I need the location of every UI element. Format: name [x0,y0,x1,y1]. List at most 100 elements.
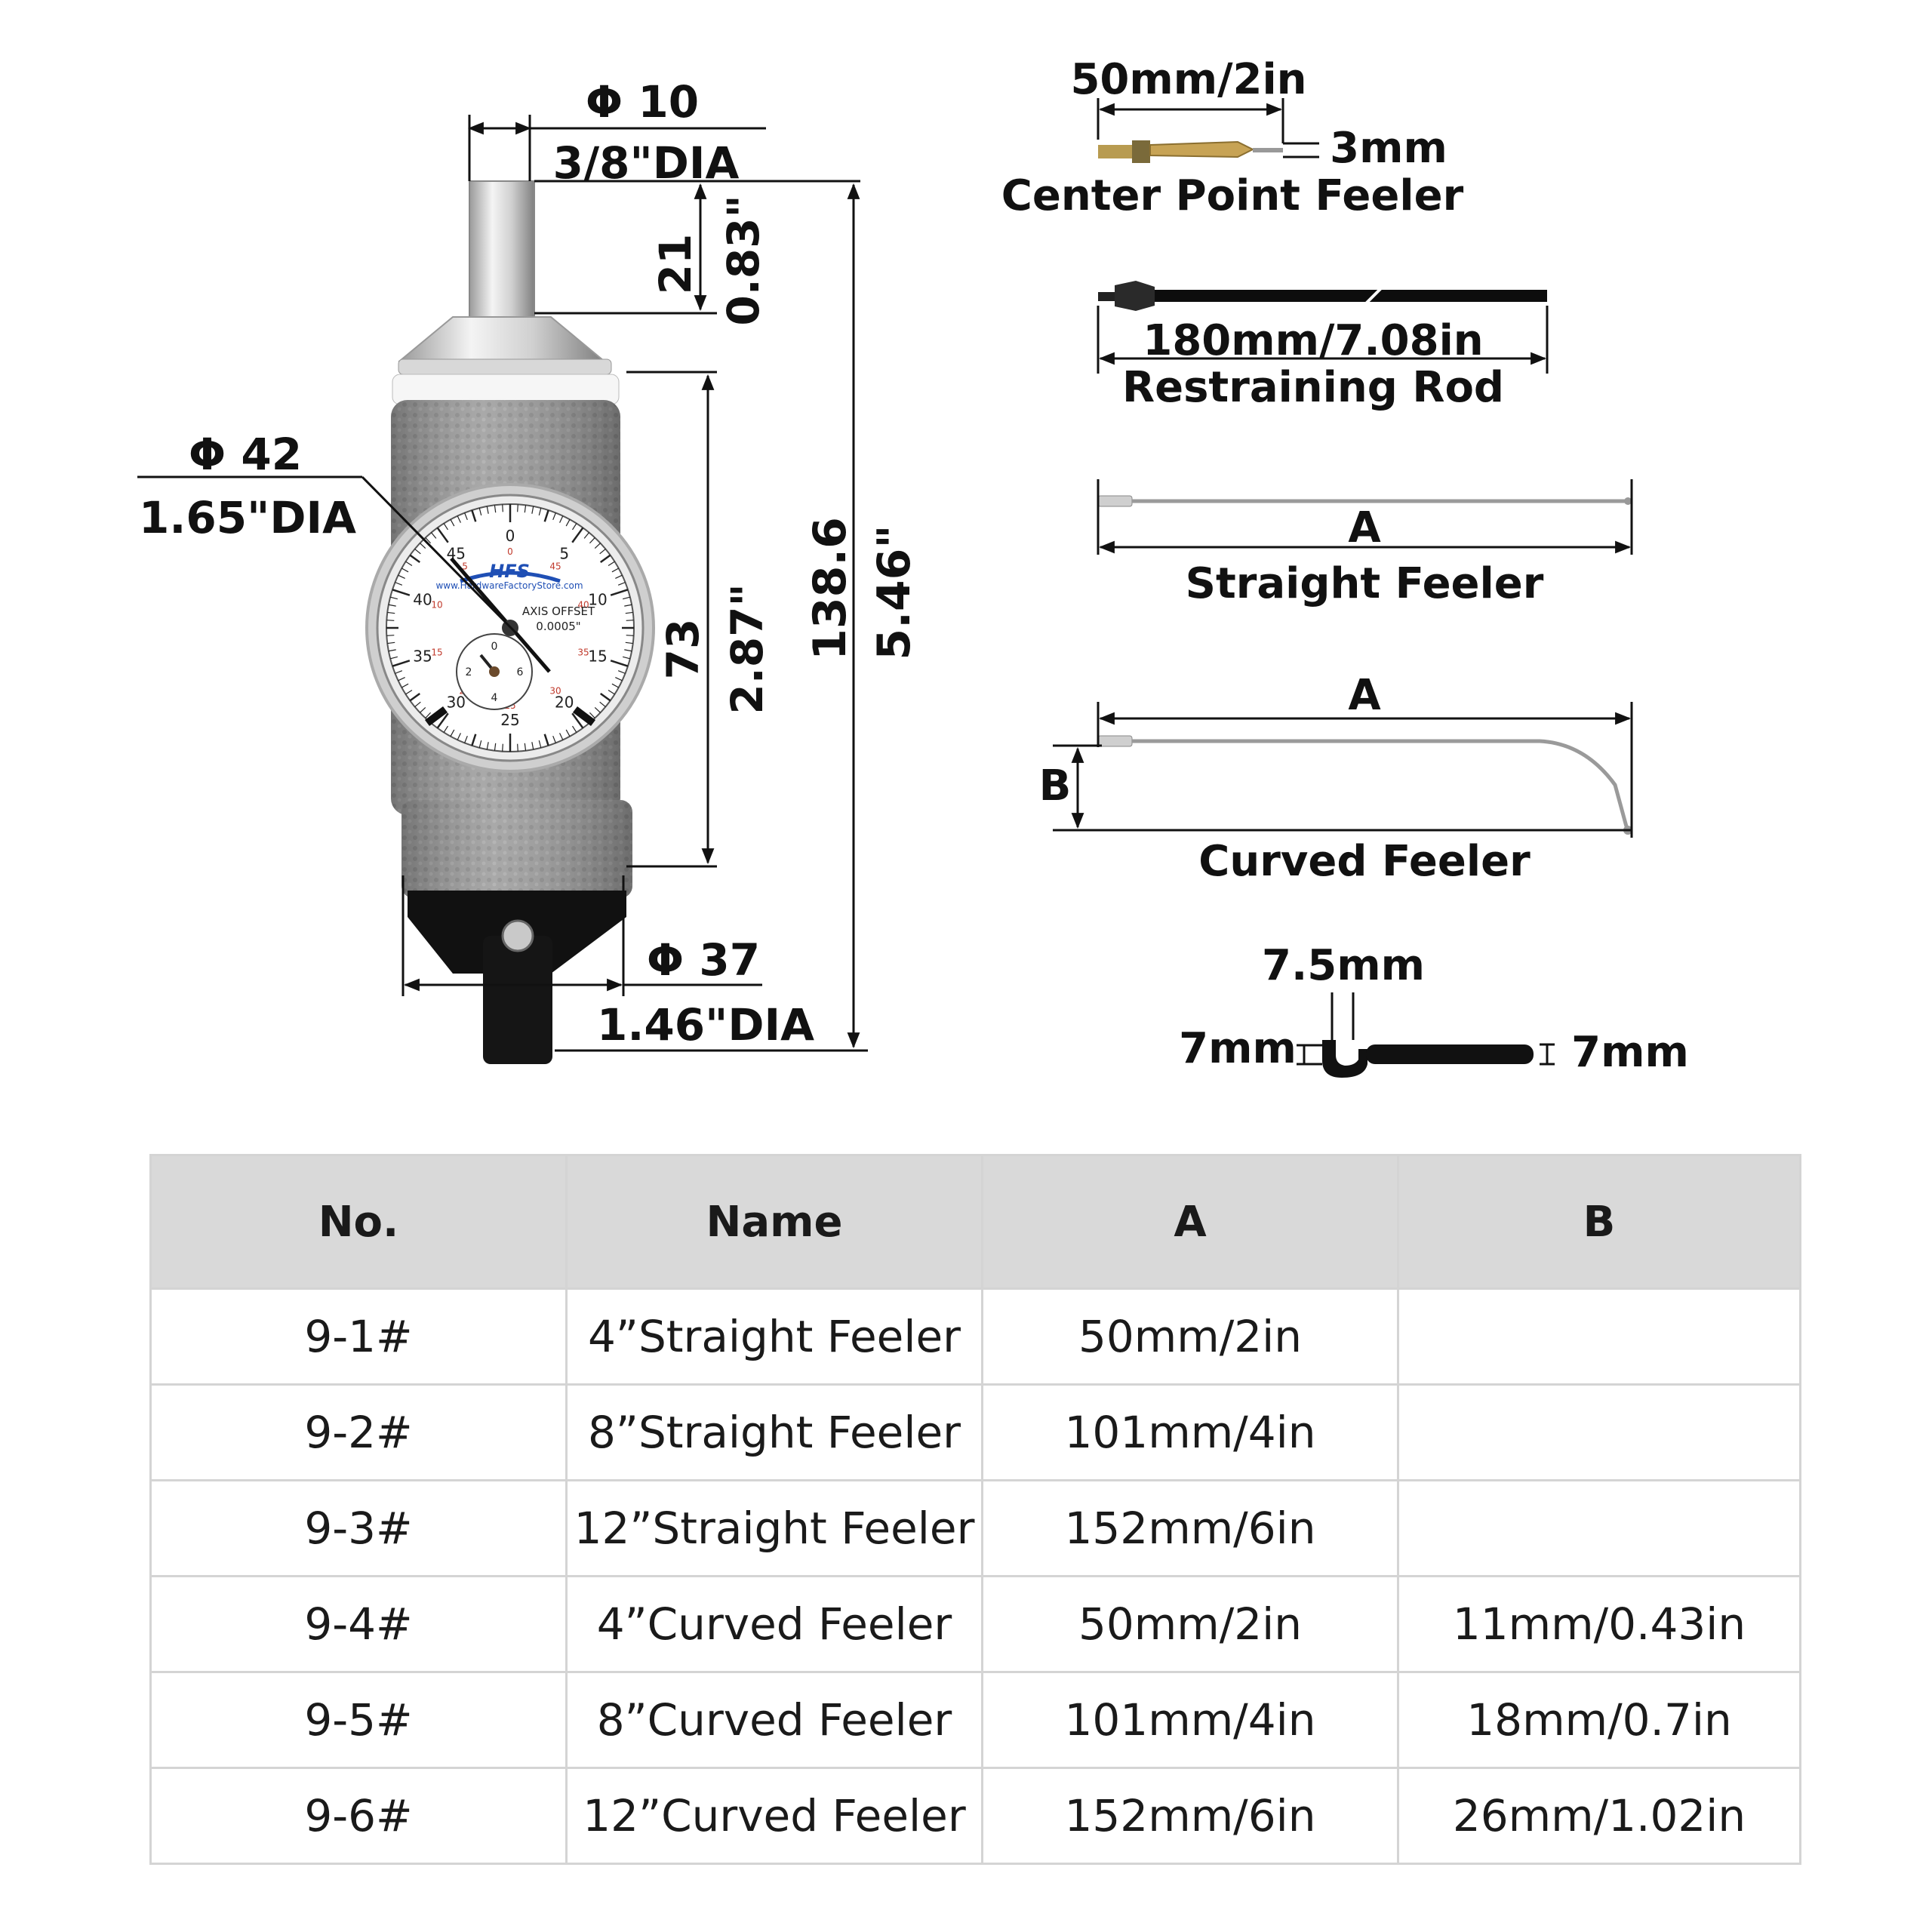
dial-tick [617,582,626,586]
dial-tick [387,611,395,614]
feeler-spec-table: No. Name A B 9-1# 4”Straight Feeler 50mm… [149,1154,1801,1865]
stem-len-mm: 21 [650,234,701,295]
restraining-rod [1097,281,1549,374]
cell-no: 9-4# [149,1575,568,1673]
dial-number: 5 [559,544,569,562]
dial-tick [565,518,571,527]
dial-tick [420,706,426,713]
dial-resolution: 0.0005" [536,620,580,633]
dial-tick [431,532,437,539]
dial-tick [552,735,556,743]
dial-tick [450,729,455,737]
dial-red-number: 40 [577,599,589,610]
dial-tick [623,596,630,600]
dial-tick [559,515,564,523]
straight-feeler-name: Straight Feeler [1186,559,1544,608]
table-row: 9-1# 4”Straight Feeler 50mm/2in [149,1287,1801,1386]
dial-tick [572,523,577,531]
dial-tick [471,509,477,522]
dial-tick [599,701,606,707]
cell-a: 101mm/4in [981,1383,1399,1481]
table-row: 9-3# 12”Straight Feeler 152mm/6in [149,1479,1801,1577]
dial-number: 0 [506,527,515,545]
wrench-left: 7mm [1179,1024,1297,1073]
cell-b: 26mm/1.02in [1397,1767,1801,1865]
dial-website: www.HardwareFactoryStore.com [435,580,583,591]
dial-tick [464,735,468,743]
table-header-row: No. Name A B [149,1154,1801,1290]
header-no: No. [149,1154,568,1290]
cell-b [1397,1479,1801,1577]
table-row: 9-5# 8”Curved Feeler 101mm/4in 18mm/0.7i… [149,1671,1801,1769]
header-a: A [981,1154,1399,1290]
dial-tick [626,620,634,621]
dial-tick [398,677,405,681]
cell-name: 12”Curved Feeler [565,1767,983,1865]
dial-tick [624,604,632,607]
dial-tick [611,683,620,688]
dial-tick [610,589,629,596]
dial-number: 35 [413,648,432,666]
dial-tick [405,561,413,566]
header-b: B [1397,1154,1801,1290]
cell-a: 152mm/6in [981,1479,1399,1577]
wrench [1297,992,1555,1078]
dial-tick [559,733,564,740]
dial-number: 20 [555,694,574,712]
dial-tick [398,574,405,579]
dial-tick [571,712,584,729]
dial-tick [436,712,449,729]
dial-tick [392,660,411,667]
dial-tick [494,505,497,513]
sub-dial-number: 0 [491,641,498,653]
dial-red-number: 45 [549,561,561,571]
dial-tick [494,743,497,751]
cell-b [1397,1287,1801,1386]
cell-name: 4”Curved Feeler [565,1575,983,1673]
base-dia-mm: Φ 37 [647,934,760,986]
dial-red-number: 30 [549,686,561,697]
straight-feeler [1097,479,1633,555]
dial-tick [409,692,421,702]
dial-red-number: 35 [577,648,589,658]
dial-red-number: 5 [462,561,468,571]
dial-tick [401,683,409,688]
dial-tick [625,641,633,645]
table-row: 9-2# 8”Straight Feeler 101mm/4in [149,1383,1801,1481]
table-row: 9-4# 4”Curved Feeler 50mm/2in 11mm/0.43i… [149,1575,1801,1673]
dial-tick [414,549,421,555]
dial-tick [552,512,556,521]
dial-tick [471,734,477,746]
restraining-rod-name: Restraining Rod [1122,363,1504,412]
dial-tick [436,527,449,543]
dial-tick [623,656,630,660]
dial-tick [617,670,626,674]
stem-dia-in: 3/8"DIA [553,137,740,189]
body-len-in: 2.87" [721,583,773,714]
cell-name: 8”Curved Feeler [565,1671,983,1769]
dial-number: 40 [413,590,432,608]
dial-tick [425,537,432,544]
dial-tick [589,537,595,544]
dial-tick [395,670,403,674]
dial-tick [531,742,534,750]
cell-name: 8”Straight Feeler [565,1383,983,1481]
dial-number: 15 [588,648,607,666]
dial-tick [401,568,409,573]
dial-tick [599,692,611,702]
body-len-mm: 73 [657,619,709,680]
cell-name: 4”Straight Feeler [565,1287,983,1386]
dial-tick [608,561,615,566]
dial-tick [457,733,461,740]
cell-no: 9-2# [149,1383,568,1481]
dial-tick [395,582,403,586]
dial-tick [615,574,623,579]
dial-tick [599,549,606,555]
indicator-dimensions [137,115,868,1052]
cell-a: 50mm/2in [981,1575,1399,1673]
dial-label: AXIS OFFSET [522,605,595,618]
cell-no: 9-6# [149,1767,568,1865]
dial-tick [583,532,589,539]
